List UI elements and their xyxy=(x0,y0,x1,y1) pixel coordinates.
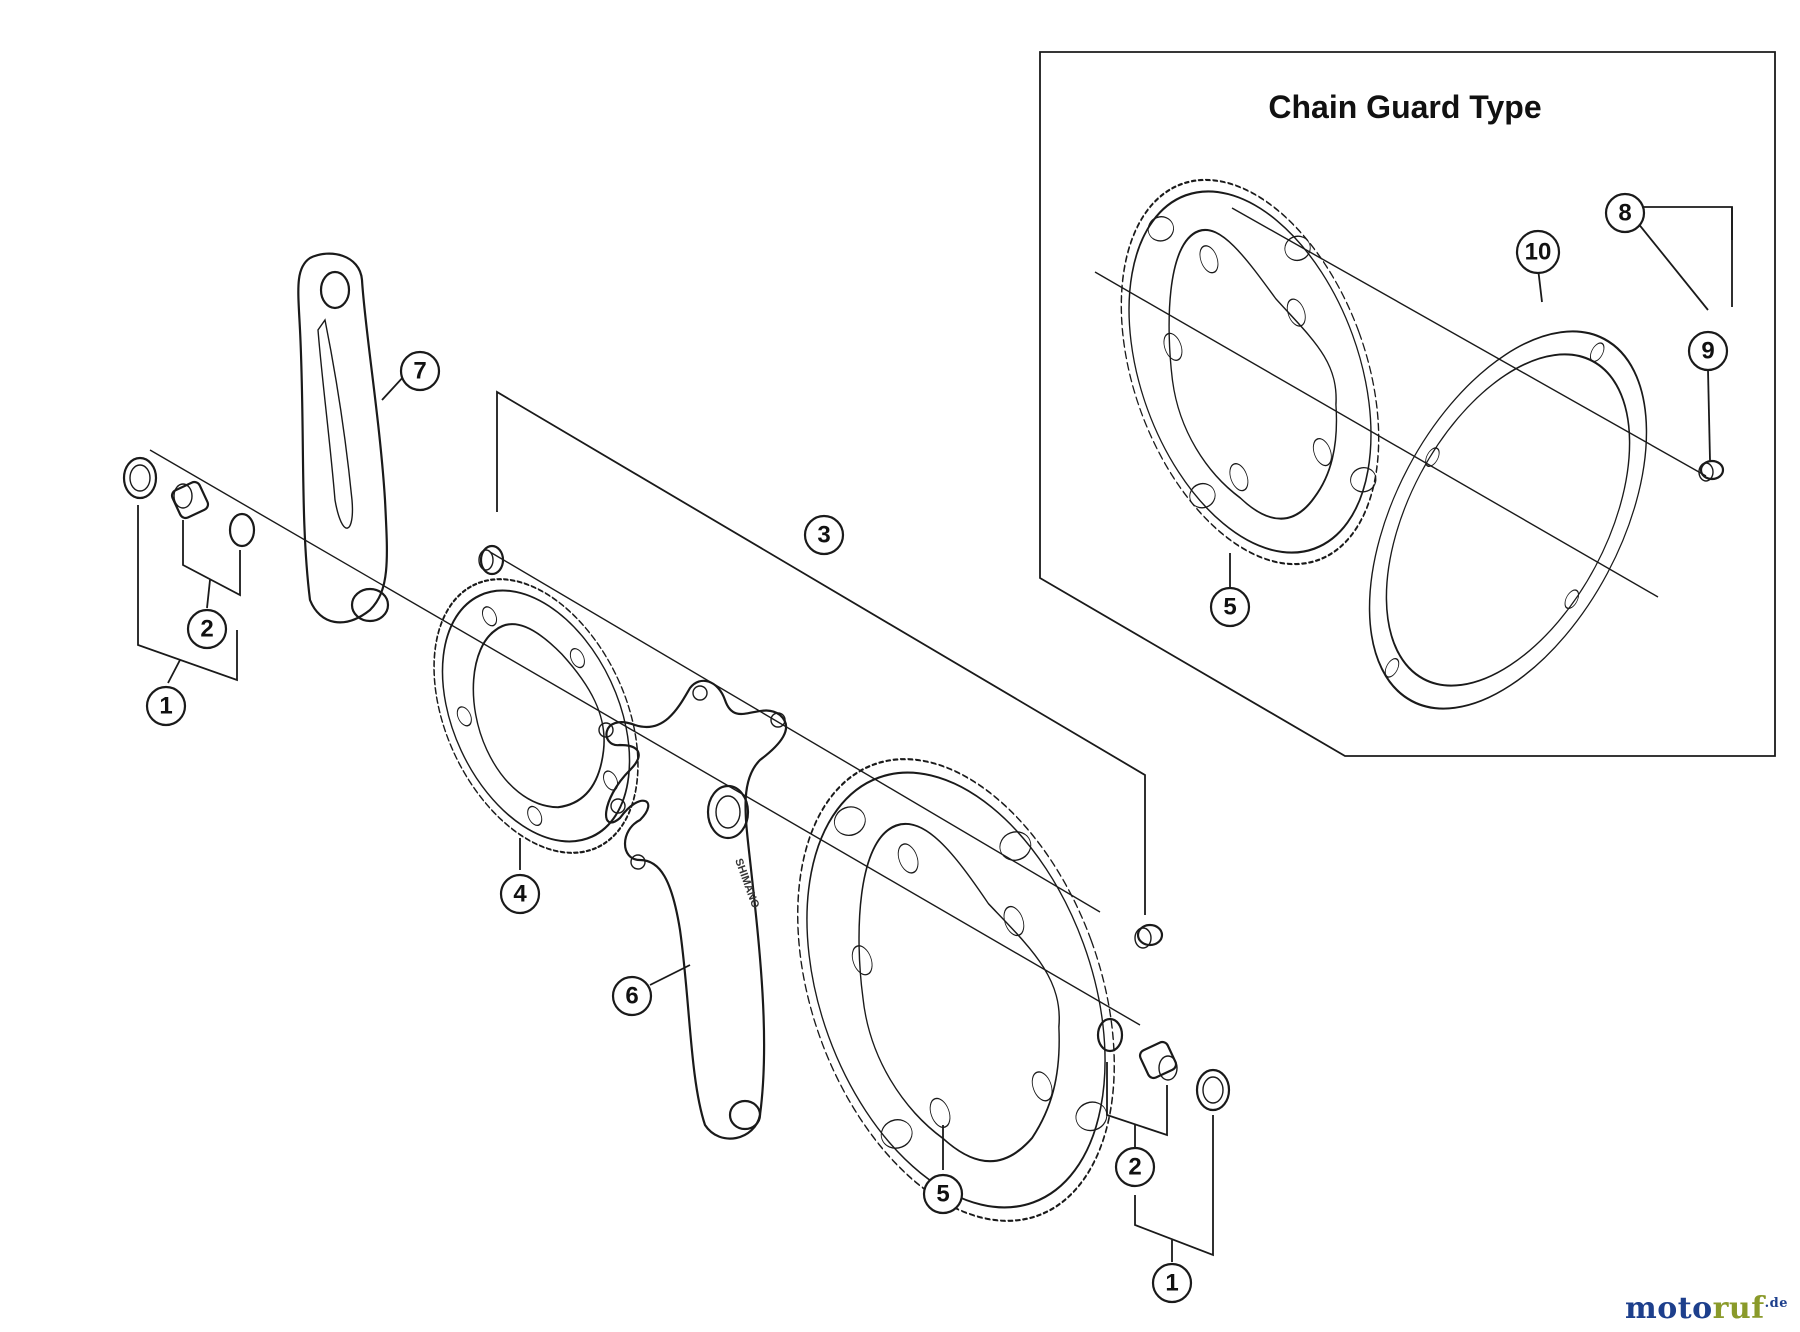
svg-text:9: 9 xyxy=(1701,338,1714,365)
callout-5-main: 5 xyxy=(922,1173,964,1215)
callout-10: 10 xyxy=(1515,229,1561,275)
svg-text:10: 10 xyxy=(1525,239,1552,266)
inset-axis-line-1 xyxy=(1094,271,1659,598)
callout-1-left: 1 xyxy=(145,685,187,727)
right-crank-bolt xyxy=(1138,1040,1178,1081)
svg-text:5: 5 xyxy=(936,1181,949,1208)
leader-2-left-drop xyxy=(206,579,211,609)
svg-text:1: 1 xyxy=(1165,1270,1178,1297)
chainring-bolt xyxy=(1134,923,1164,949)
callout-2-left: 2 xyxy=(186,608,228,650)
inset-guard-bolt xyxy=(1698,459,1725,482)
svg-text:4: 4 xyxy=(513,881,527,908)
callout-7: 7 xyxy=(399,350,441,392)
svg-text:1: 1 xyxy=(159,693,172,720)
right-washer xyxy=(1096,1017,1124,1053)
leader-9 xyxy=(1707,369,1711,461)
callout-1-right: 1 xyxy=(1151,1262,1193,1304)
inner-chainring xyxy=(433,578,639,854)
leader-3 xyxy=(496,390,1146,915)
callout-4: 4 xyxy=(499,873,541,915)
leader-6 xyxy=(649,964,691,986)
callout-2-right: 2 xyxy=(1114,1146,1156,1188)
callout-9: 9 xyxy=(1687,330,1729,372)
inset-outer-chainring xyxy=(1120,178,1380,566)
left-crank-arm xyxy=(297,252,390,624)
leader-1-left-drop xyxy=(167,659,181,684)
watermark-logo: motoruf.de xyxy=(1624,1291,1788,1326)
inset-title: Chain Guard Type xyxy=(1268,89,1541,125)
leader-2-left xyxy=(182,520,241,597)
leader-1-left xyxy=(137,505,238,682)
svg-text:2: 2 xyxy=(1128,1154,1141,1181)
svg-text:7: 7 xyxy=(413,358,426,385)
left-crank-bolt-cap xyxy=(122,456,158,500)
callout-5-inset: 5 xyxy=(1209,586,1251,628)
right-crank-bolt-cap xyxy=(1195,1068,1231,1112)
leader-7 xyxy=(381,374,406,401)
main-axis-line-1 xyxy=(149,449,1141,1026)
callout-6: 6 xyxy=(611,975,653,1017)
svg-text:5: 5 xyxy=(1223,594,1236,621)
left-washer xyxy=(228,512,256,548)
right-crank-arm: SHIMANO xyxy=(598,679,788,1140)
inset-frame xyxy=(1039,51,1776,757)
svg-text:6: 6 xyxy=(625,983,638,1010)
left-crank-bolt xyxy=(170,480,210,520)
chain-guard-inset: Chain Guard Type xyxy=(1039,51,1776,757)
svg-text:2: 2 xyxy=(200,616,213,643)
callout-8: 8 xyxy=(1604,192,1646,234)
svg-text:3: 3 xyxy=(817,522,830,549)
inset-axis-line-2 xyxy=(1231,207,1707,477)
outer-chainring xyxy=(797,758,1115,1222)
leader-2-right xyxy=(1106,1062,1168,1137)
leader-1-right xyxy=(1134,1115,1214,1257)
inset-chain-guard xyxy=(1368,330,1648,710)
callout-3: 3 xyxy=(803,514,845,556)
crank-brand-text: SHIMANO xyxy=(732,857,761,910)
chainring-nut xyxy=(478,544,505,576)
svg-text:8: 8 xyxy=(1618,200,1631,227)
main-axis-line-2 xyxy=(489,551,1101,913)
